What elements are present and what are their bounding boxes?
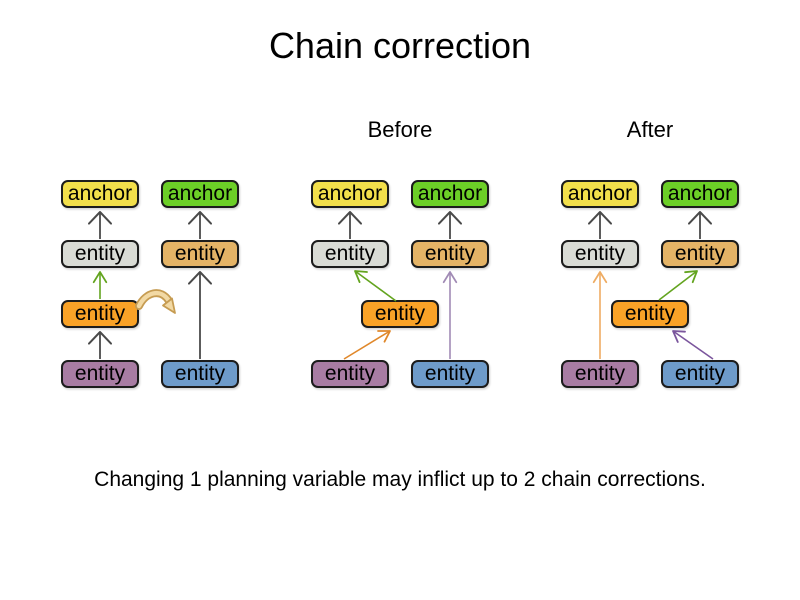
before-entity-tan: entity	[411, 240, 489, 268]
before-entity-blue: entity	[411, 360, 489, 388]
left-arrow-gray-to-anchor	[88, 211, 112, 239]
caption-text: Changing 1 planning variable may inflict…	[94, 468, 706, 491]
after-entity-purple: entity	[561, 360, 639, 388]
left-anchor-yellow: anchor	[61, 180, 139, 208]
before-anchor-yellow: anchor	[311, 180, 389, 208]
before-arrow-gray-to-anchor	[338, 211, 362, 239]
after-arrow-gray-to-anchor	[588, 211, 612, 239]
after-arrow-orange-to-tan	[658, 270, 698, 301]
left-entity-blue: entity	[161, 360, 239, 388]
move-arrow	[135, 289, 176, 314]
before-arrow-tan-to-anchor	[438, 211, 462, 239]
before-entity-purple: entity	[311, 360, 389, 388]
after-entity-orange: entity	[611, 300, 689, 328]
before-arrow-blue-to-tan	[442, 271, 458, 359]
before-arrow-purple-to-orange	[343, 330, 391, 360]
left-anchor-green: anchor	[161, 180, 239, 208]
after-anchor-yellow: anchor	[561, 180, 639, 208]
left-entity-orange: entity	[61, 300, 139, 328]
group-label-after: After	[626, 117, 674, 142]
after-arrow-tan-to-anchor	[688, 211, 712, 239]
left-entity-tan: entity	[161, 240, 239, 268]
after-entity-tan: entity	[661, 240, 739, 268]
left-arrow-tan-to-anchor	[188, 211, 212, 239]
before-entity-orange: entity	[361, 300, 439, 328]
after-entity-blue: entity	[661, 360, 739, 388]
after-arrow-purple-to-gray	[592, 271, 608, 359]
group-label-before: Before	[367, 117, 433, 142]
left-arrow-orange-to-gray	[92, 271, 108, 299]
before-entity-gray: entity	[311, 240, 389, 268]
after-anchor-green: anchor	[661, 180, 739, 208]
page-title: Chain correction	[268, 25, 532, 66]
after-entity-gray: entity	[561, 240, 639, 268]
left-arrow-purple-to-orange	[88, 331, 112, 359]
before-anchor-green: anchor	[411, 180, 489, 208]
before-arrow-orange-to-gray	[354, 270, 397, 302]
left-entity-purple: entity	[61, 360, 139, 388]
after-arrow-blue-to-orange	[672, 330, 714, 360]
left-arrow-blue-to-tan	[188, 271, 212, 359]
left-entity-gray: entity	[61, 240, 139, 268]
